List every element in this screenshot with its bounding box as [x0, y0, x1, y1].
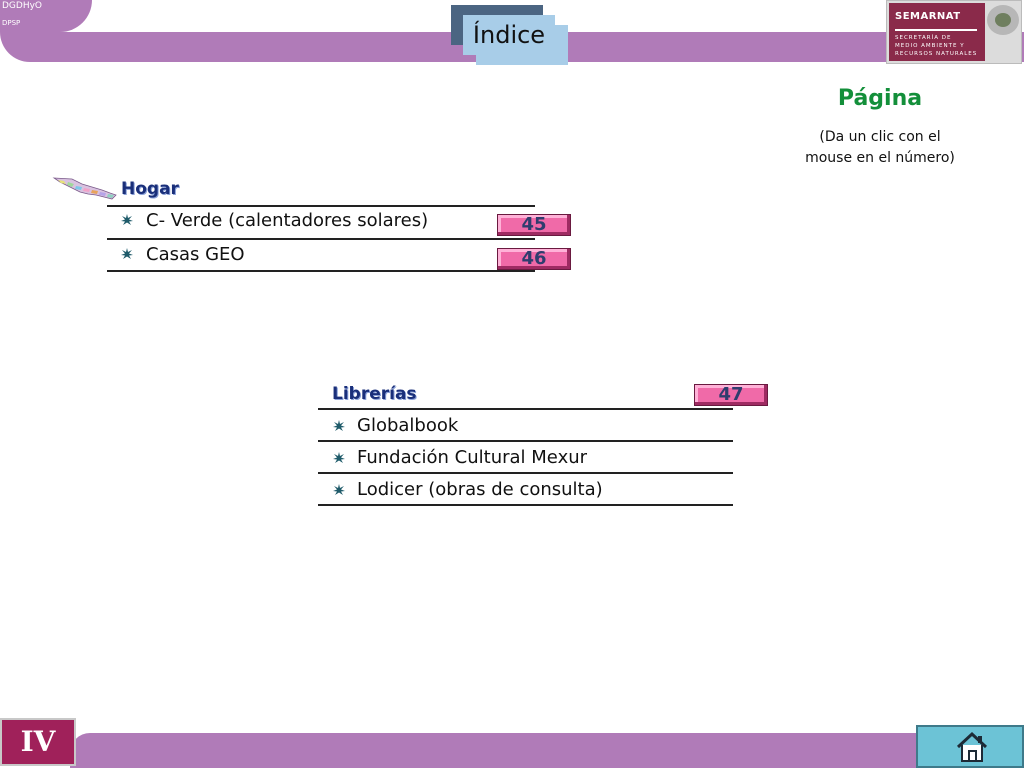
section-heading-librerias: Librerías — [332, 384, 417, 404]
page-column-title: Página — [837, 86, 923, 111]
bullet-icon — [121, 214, 133, 225]
bottom-band — [70, 733, 1024, 768]
logo-panel: SEMARNAT SECRETARÍA DE MEDIO AMBIENTE Y … — [889, 3, 985, 61]
page-column-instruction: (Da un clic con el mouse en el número) — [770, 127, 990, 169]
logo-subtitle-2: MEDIO AMBIENTE Y — [895, 43, 965, 49]
list-item-label: Fundación Cultural Mexur — [357, 447, 588, 468]
logo-divider — [895, 29, 977, 31]
page-47-button[interactable]: 47 — [694, 384, 768, 406]
index-title: Índice — [463, 15, 555, 55]
list-item-label: Globalbook — [357, 415, 459, 436]
list-item-label: C- Verde (calentadores solares) — [146, 210, 429, 231]
instruction-line-1: (Da un clic con el — [819, 129, 941, 145]
semarnat-logo: SEMARNAT SECRETARÍA DE MEDIO AMBIENTE Y … — [886, 0, 1022, 64]
logo-brand: SEMARNAT — [895, 11, 961, 22]
bullet-icon — [333, 452, 345, 463]
top-left-tab: DGDHyO DPSP — [0, 0, 92, 32]
divider — [107, 270, 535, 272]
divider — [107, 238, 535, 240]
bullet-icon — [121, 248, 133, 259]
list-item-label: Casas GEO — [146, 244, 245, 265]
org-sublabel: DPSP — [2, 19, 21, 27]
home-button[interactable] — [916, 725, 1024, 768]
list-item-label: Lodicer (obras de consulta) — [357, 479, 603, 500]
bullet-icon — [333, 484, 345, 495]
mexico-map-icon — [52, 177, 117, 200]
logo-subtitle-1: SECRETARÍA DE — [895, 35, 952, 41]
national-seal-icon — [987, 5, 1019, 35]
instruction-line-2: mouse en el número) — [805, 150, 955, 166]
bullet-icon — [333, 420, 345, 431]
divider — [318, 504, 733, 506]
page-45-button[interactable]: 45 — [497, 214, 571, 236]
home-icon — [956, 731, 988, 762]
page-46-button[interactable]: 46 — [497, 248, 571, 270]
divider — [318, 440, 733, 442]
divider — [318, 472, 733, 474]
section-heading-hogar: Hogar — [121, 179, 179, 199]
org-label: DGDHyO — [2, 1, 43, 11]
section-number-badge: IV — [0, 718, 76, 766]
logo-subtitle-3: RECURSOS NATURALES — [895, 51, 978, 57]
divider — [318, 408, 733, 410]
divider — [107, 205, 535, 207]
